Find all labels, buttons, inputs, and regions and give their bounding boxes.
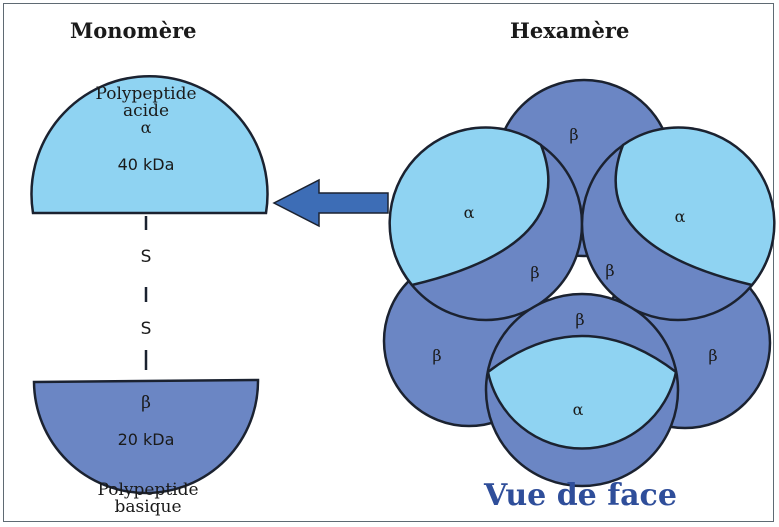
figure-frame	[3, 3, 774, 522]
hexamer-title: Hexamère	[510, 18, 630, 43]
hex-alpha-label: α	[675, 207, 686, 226]
alpha-symbol: α	[140, 118, 152, 137]
basic-mass: 20 kDa	[117, 430, 175, 449]
hex-beta-label: β	[605, 261, 614, 280]
hex-beta-label: β	[432, 346, 441, 365]
acid-name-line1: Polypeptide	[95, 84, 197, 104]
left-arrow-icon	[272, 178, 389, 228]
subunit-left	[388, 126, 584, 322]
monomer-title: Monomère	[70, 18, 197, 43]
acid-mass: 40 kDa	[117, 155, 175, 174]
hex-alpha-label: α	[464, 203, 475, 222]
subunit-bottom	[484, 292, 680, 488]
sulfur-label: S	[140, 247, 152, 267]
hex-beta-label: β	[530, 263, 539, 282]
subunit-right	[580, 126, 776, 322]
hex-alpha-label: α	[573, 400, 584, 419]
basic-polypeptide-shape	[32, 378, 260, 495]
basic-name-line2: basique	[114, 497, 182, 517]
basic-name-line1: Polypeptide	[97, 480, 199, 500]
acid-polypeptide-shape	[30, 74, 269, 215]
hex-beta-label: β	[575, 310, 584, 329]
hex-beta-label: β	[569, 125, 578, 144]
acid-name-line2: acide	[122, 101, 170, 121]
view-label: Vue de face	[484, 478, 677, 513]
hex-beta-label: β	[708, 346, 717, 365]
beta-symbol: β	[141, 393, 151, 413]
sulfur-label: S	[140, 319, 152, 339]
